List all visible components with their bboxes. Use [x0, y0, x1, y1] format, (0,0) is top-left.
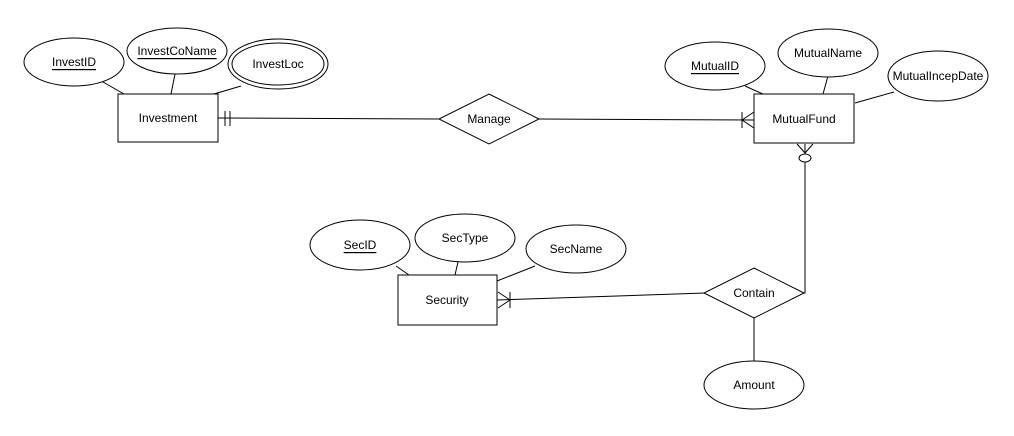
link-investment-manage [217, 117, 441, 120]
entity-investment-box [117, 93, 219, 143]
attribute-investid[interactable]: InvestID [23, 37, 125, 87]
connector-mutualname [822, 75, 829, 95]
connector-investconame [170, 73, 176, 95]
connector-investloc [213, 85, 242, 95]
attribute-investloc-label: InvestLoc [252, 57, 303, 71]
attribute-mutualid[interactable]: MutualID [664, 41, 766, 91]
attribute-sectype-ellipse [414, 213, 516, 263]
relationship-connectors [217, 111, 814, 309]
connector-secid [395, 265, 410, 276]
attribute-secid-label: SecID [344, 238, 377, 252]
attribute-amount-label: Amount [733, 378, 775, 392]
link-contain-security [496, 292, 706, 301]
link-mutualfund-contain [776, 144, 806, 294]
relationship-contain[interactable]: Contain [702, 267, 806, 319]
connector-secname [496, 265, 536, 282]
entity-mutualfund-label: MutualFund [772, 112, 835, 126]
relationship-manage[interactable]: Manage [437, 93, 541, 145]
connector-mutualid [744, 85, 764, 95]
entity-investment[interactable]: Investment [117, 93, 219, 143]
entity-mutualfund[interactable]: MutualFund [753, 93, 855, 144]
attribute-mutualincepdate-label: MutualIncepDate [893, 69, 984, 83]
attribute-investloc[interactable]: InvestLoc [227, 38, 329, 90]
crowfoot-mutualfund-bottom [741, 119, 755, 129]
relationship-manage-label: Manage [467, 112, 511, 126]
attribute-sectype[interactable]: SecType [414, 213, 516, 263]
optional-circle-mutualfund [798, 153, 812, 163]
connector-sectype [454, 261, 459, 276]
crowfoot-mutualfund-top [741, 111, 755, 121]
attribute-mutualname-ellipse [777, 28, 879, 78]
attribute-mutualid-label: MutualID [691, 59, 739, 73]
attribute-secname[interactable]: SecName [525, 224, 627, 274]
attribute-investid-label: InvestID [52, 55, 96, 69]
attribute-secname-label: SecName [550, 242, 603, 256]
entity-security[interactable]: Security [397, 274, 498, 326]
attribute-amount[interactable]: Amount [703, 360, 805, 410]
attribute-investid-ellipse [23, 37, 125, 87]
entity-mutualfund-box [753, 93, 855, 144]
attribute-mutualincepdate-ellipse [887, 50, 989, 102]
entity-security-box [397, 274, 498, 326]
crowfoot-contain-right [804, 143, 814, 154]
attribute-mutualid-ellipse [664, 41, 766, 91]
attribute-secid[interactable]: SecID [309, 219, 411, 271]
entity-investment-label: Investment [139, 111, 198, 125]
attribute-sectype-label: SecType [442, 231, 489, 245]
crowfoot-security-top [497, 291, 511, 301]
attribute-mutualname-label: MutualName [794, 46, 862, 60]
relationship-contain-label: Contain [733, 286, 774, 300]
connector-mutualincepdate [854, 91, 895, 104]
attribute-investloc-inner-ellipse [231, 42, 325, 86]
crowfoot-security-bottom [497, 299, 511, 309]
entity-security-label: Security [425, 293, 468, 307]
attribute-secname-ellipse [525, 224, 627, 274]
relationship-manage-diamond [437, 93, 541, 145]
attribute-secid-ellipse [309, 219, 411, 271]
attribute-mutualincepdate[interactable]: MutualIncepDate [887, 50, 989, 102]
attribute-investconame[interactable]: InvestCoName [126, 27, 228, 75]
relationship-contain-diamond [702, 267, 806, 319]
attribute-investconame-label: InvestCoName [137, 44, 217, 58]
attribute-connectors [95, 73, 895, 361]
attribute-investconame-ellipse [126, 27, 228, 75]
crowfoot-contain-left [796, 143, 806, 154]
link-manage-mutualfund [537, 118, 755, 121]
attribute-mutualname[interactable]: MutualName [777, 28, 879, 78]
attribute-amount-ellipse [703, 360, 805, 410]
